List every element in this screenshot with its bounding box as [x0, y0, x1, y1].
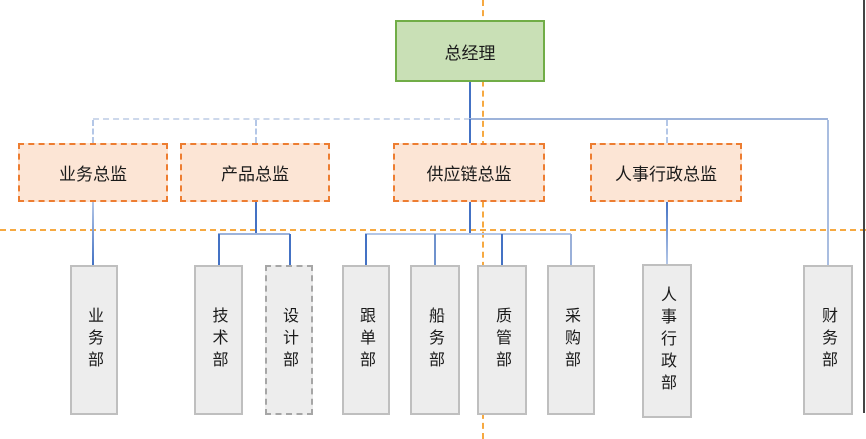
node-purchasing-dept[interactable]: 采购部	[547, 265, 595, 415]
node-hr-admin-dept[interactable]: 人事行政部	[642, 264, 692, 418]
connector-product-bar	[218, 233, 290, 235]
horizontal-guide-line	[0, 229, 866, 231]
node-product-director[interactable]: 产品总监	[180, 143, 330, 202]
connector-hr-director-to-dept	[666, 202, 668, 264]
node-design-dept[interactable]: 设计部	[265, 265, 313, 415]
node-label: 质管部	[493, 307, 512, 373]
node-label: 设计部	[280, 307, 299, 373]
connector-drop-finance-dept	[827, 120, 829, 265]
node-merchandising-dept[interactable]: 跟单部	[342, 265, 390, 415]
node-tech-dept[interactable]: 技术部	[194, 265, 243, 415]
node-label: 人事行政总监	[615, 165, 717, 185]
connector-drop-business-director	[92, 120, 94, 143]
node-label: 总经理	[444, 43, 496, 64]
connector-drop-tech-dept	[218, 234, 220, 265]
node-finance-dept[interactable]: 财务部	[803, 265, 853, 415]
connector-supply-bar	[365, 233, 571, 235]
vertical-guide-line	[482, 0, 484, 439]
connector-business-director-to-dept	[92, 202, 94, 265]
connector-drop-design-dept	[289, 234, 291, 265]
node-business-dept[interactable]: 业务部	[70, 265, 118, 415]
node-label: 供应链总监	[426, 165, 512, 185]
node-shipping-dept[interactable]: 船务部	[410, 265, 460, 415]
connector-drop-quality-dept	[501, 234, 503, 265]
connector-drop-merchandising-dept	[365, 234, 367, 265]
node-quality-dept[interactable]: 质管部	[477, 265, 527, 415]
node-label: 人事行政部	[658, 286, 677, 396]
connector-root-stem	[469, 82, 471, 119]
connector-main-horizontal-right	[469, 118, 828, 120]
node-label: 业务总监	[59, 165, 127, 185]
connector-drop-product-director	[255, 120, 257, 143]
node-label: 采购部	[562, 307, 581, 373]
node-supply-chain-director[interactable]: 供应链总监	[393, 143, 545, 202]
node-hr-admin-director[interactable]: 人事行政总监	[590, 143, 742, 202]
connector-drop-hr-director	[666, 120, 668, 143]
connector-supply-director-stem	[469, 202, 471, 234]
node-label: 财务部	[819, 307, 838, 373]
connector-drop-purchasing-dept	[570, 234, 572, 265]
connector-product-director-stem	[255, 202, 257, 234]
right-edge-line	[863, 0, 865, 413]
node-general-manager[interactable]: 总经理	[395, 20, 545, 82]
node-label: 业务部	[85, 307, 104, 373]
connector-drop-supply-director	[469, 119, 471, 144]
node-label: 技术部	[209, 307, 229, 373]
node-label: 产品总监	[221, 165, 289, 185]
node-label: 船务部	[426, 307, 445, 373]
connector-main-horizontal-left	[93, 118, 470, 120]
connector-drop-shipping-dept	[434, 234, 436, 265]
node-label: 跟单部	[357, 307, 376, 373]
node-business-director[interactable]: 业务总监	[18, 143, 168, 202]
